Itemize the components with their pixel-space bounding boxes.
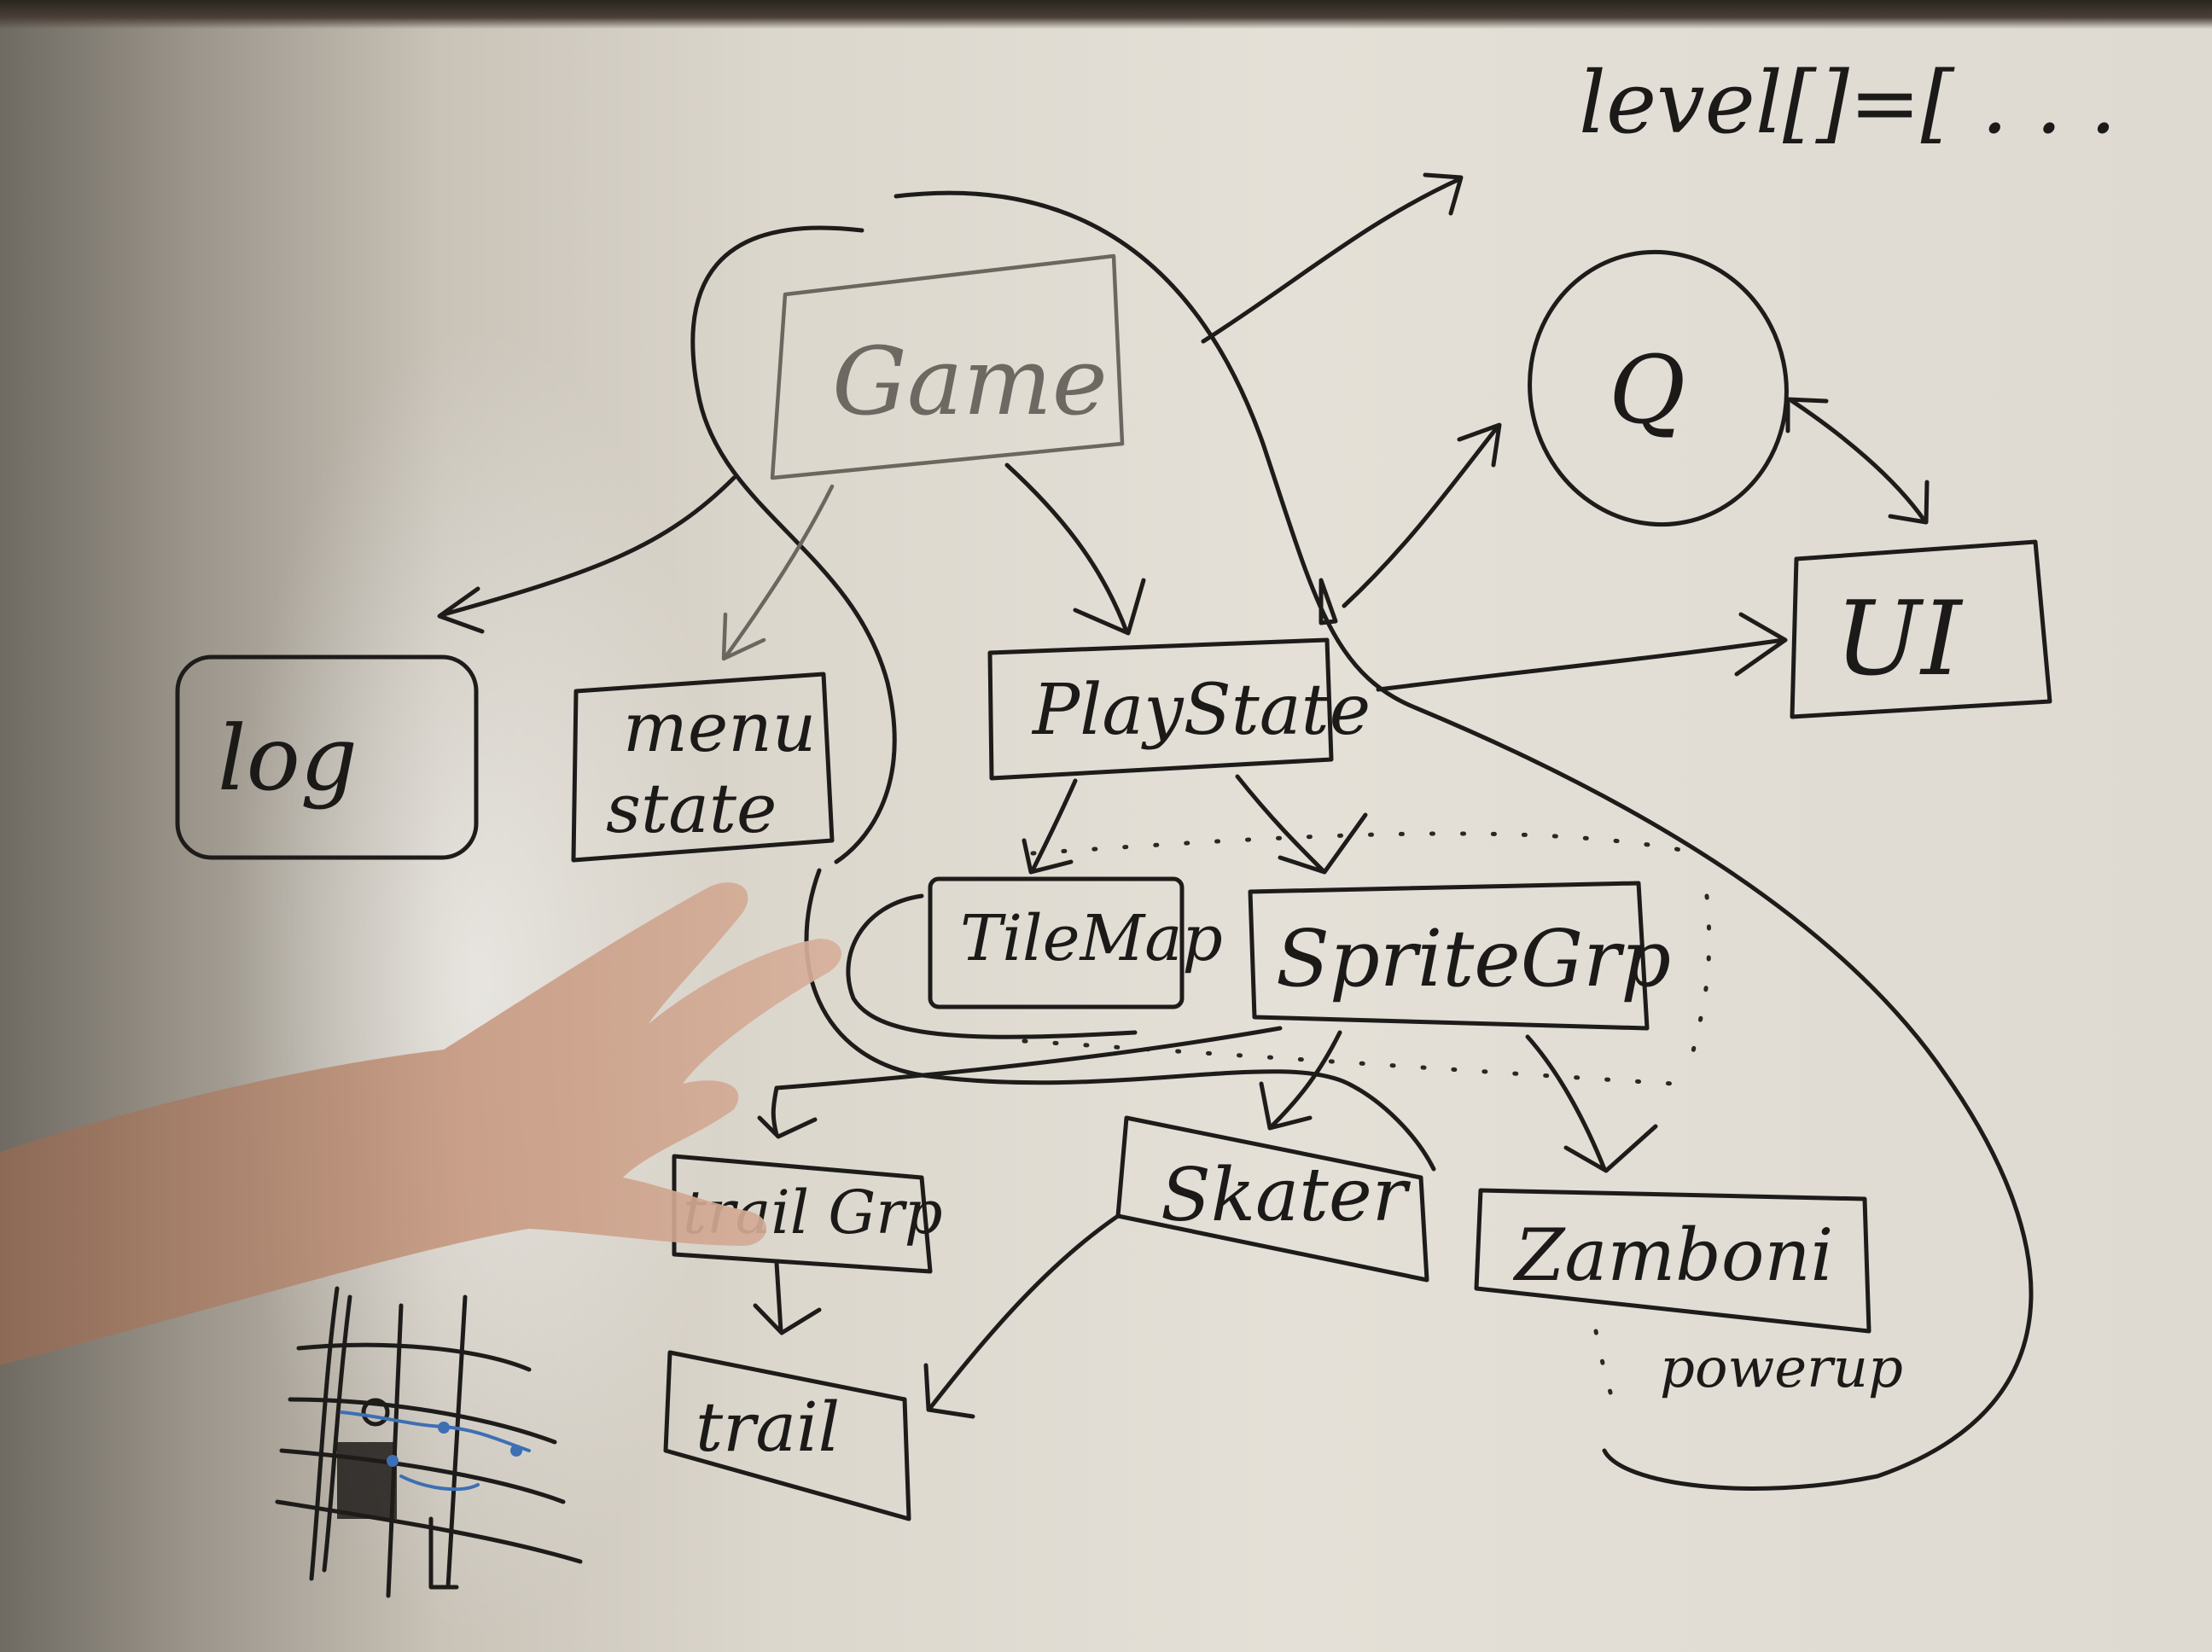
zamboni-box	[1474, 1188, 1871, 1334]
trail-label: trail	[696, 1387, 840, 1467]
loop-around-tilemap	[846, 893, 1138, 1039]
loop-around-game-menu	[690, 225, 897, 864]
arrow-playstate-to-tilemap	[1022, 778, 1078, 875]
arrow-skater-to-trail	[923, 1213, 1121, 1419]
arrow-spritegrp-to-skater	[1259, 1030, 1342, 1131]
arrow-q-ui-bidirectional	[1785, 397, 1930, 525]
arrow-playstate-to-q	[1342, 422, 1502, 608]
arrow-game-to-playstate	[1004, 462, 1146, 636]
spritegrp-label: SpriteGrp	[1276, 913, 1671, 1004]
game-box	[770, 253, 1125, 480]
log-label: log	[218, 707, 358, 811]
arrow-trailgrp-to-trail	[753, 1260, 822, 1335]
trail-box	[663, 1350, 911, 1521]
log-box	[175, 654, 479, 860]
tilemap-box	[928, 876, 1185, 1009]
arrow-game-to-menu-state	[721, 484, 835, 661]
arrow-playstate-to-ui	[1376, 612, 1788, 692]
game-label: Game	[832, 327, 1108, 436]
tilemap-label: TileMap	[960, 902, 1223, 975]
dotted-boundary-top	[1030, 831, 1701, 856]
playstate-to-q-anchor	[1318, 578, 1338, 625]
ui-label: UI	[1835, 580, 1964, 699]
arrow-to-level	[1201, 172, 1464, 344]
ui-box	[1790, 539, 2052, 719]
playstate-label: PlayState	[1031, 670, 1371, 751]
loop-around-play-tree	[894, 190, 2034, 1491]
powerup-annotation: powerup	[1660, 1337, 1903, 1400]
skater-label: Skater	[1161, 1153, 1412, 1238]
arrow-spritegrp-to-zamboni	[1525, 1034, 1658, 1173]
dotted-powerup-bracket	[1593, 1329, 1624, 1419]
state-label: state	[606, 769, 777, 848]
q-label: Q	[1609, 335, 1685, 445]
zamboni-label: Zamboni	[1512, 1213, 1833, 1297]
menu-state-box	[571, 672, 835, 863]
whiteboard-frame	[0, 0, 2212, 29]
arrow-playstate-to-spritegrp	[1235, 774, 1368, 875]
dotted-boundary-bottom	[1022, 1038, 1675, 1086]
level-annotation: level[]=[ . . .	[1579, 53, 2116, 153]
grid-sketch	[275, 1286, 583, 1598]
skater-box	[1115, 1115, 1429, 1283]
q-circle	[1528, 249, 1789, 527]
trailgrp-label: trail Grp	[683, 1178, 943, 1248]
spritegrp-box	[1248, 881, 1650, 1031]
menu-label: menu	[623, 688, 816, 767]
playstate-box	[987, 637, 1334, 781]
arrow-game-to-log	[437, 475, 736, 634]
dotted-boundary-right	[1687, 893, 1712, 1069]
